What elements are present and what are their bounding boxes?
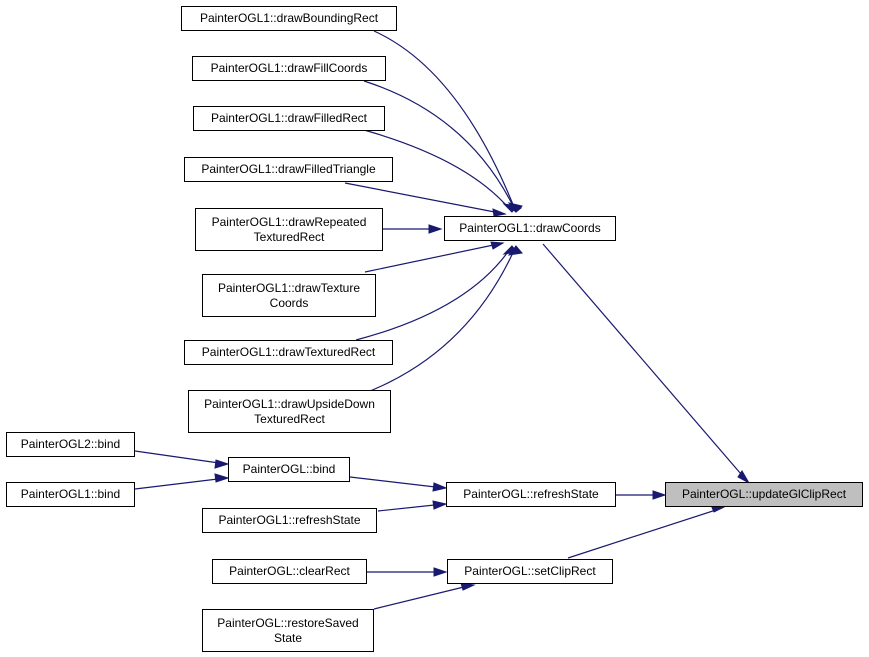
node-refresh-state[interactable]: PainterOGL::refreshState: [446, 482, 616, 507]
node-draw-upside-down-textured-rect[interactable]: PainterOGL1::drawUpsideDown TexturedRect: [188, 390, 391, 433]
edge-restoresavedstate-to-setcliprect: [373, 584, 473, 610]
node-draw-textured-rect[interactable]: PainterOGL1::drawTexturedRect: [184, 340, 393, 365]
edge-ogl1bind-to-oglbind: [134, 477, 227, 490]
node-update-gl-clip-rect: PainterOGL::updateGlClipRect: [665, 482, 863, 507]
node-label: PainterOGL1::bind: [20, 487, 121, 501]
edge-drawfilledtriangle-to-drawcoords: [344, 182, 506, 215]
node-label-line2: TexturedRect: [253, 229, 325, 244]
node-label-line1: PainterOGL1::drawUpsideDown: [204, 396, 375, 411]
node-label: PainterOGL1::drawTexturedRect: [201, 345, 376, 359]
node-draw-bounding-rect[interactable]: PainterOGL1::drawBoundingRect: [181, 6, 397, 31]
node-label: PainterOGL1::drawFilledTriangle: [201, 162, 376, 176]
node-ogl-bind[interactable]: PainterOGL::bind: [228, 457, 350, 482]
edge-drawcoords-to-updateglcliprect: [542, 243, 748, 482]
edge-setcliprect-to-updateglcliprect: [567, 507, 723, 559]
arrowhead: [432, 500, 448, 510]
node-ogl1-refresh-state[interactable]: PainterOGL1::refreshState: [202, 508, 377, 533]
node-draw-coords[interactable]: PainterOGL1::drawCoords: [444, 216, 616, 241]
node-label: PainterOGL::updateGlClipRect: [681, 487, 847, 501]
edge-ogl2bind-to-oglbind: [134, 450, 227, 465]
arrowhead: [507, 245, 523, 256]
arrowhead: [432, 482, 448, 492]
node-draw-filled-triangle[interactable]: PainterOGL1::drawFilledTriangle: [184, 157, 393, 182]
node-label: PainterOGL1::drawCoords: [459, 221, 601, 235]
node-draw-repeated-textured-rect[interactable]: PainterOGL1::drawRepeated TexturedRect: [195, 208, 383, 251]
node-label-line2: State: [273, 630, 303, 645]
arrowhead: [490, 241, 505, 250]
node-label: PainterOGL1::drawFilledRect: [210, 111, 368, 125]
arrowhead: [652, 490, 667, 500]
node-draw-texture-coords[interactable]: PainterOGL1::drawTexture Coords: [202, 274, 376, 317]
edge-drawtexture-to-drawcoords: [364, 242, 504, 273]
edge-ogl1refreshstate-to-refreshstate: [377, 503, 445, 512]
node-draw-filled-rect[interactable]: PainterOGL1::drawFilledRect: [193, 106, 385, 131]
arrowhead: [460, 582, 476, 591]
node-clear-rect[interactable]: PainterOGL::clearRect: [212, 559, 367, 584]
edge-drawfilledrect-to-drawcoords: [363, 129, 513, 213]
arrowhead: [214, 473, 230, 483]
arrowhead: [214, 459, 230, 469]
edge-drawupsidedown-to-drawcoords: [369, 245, 517, 392]
node-ogl2-bind[interactable]: PainterOGL2::bind: [6, 432, 135, 457]
node-draw-fill-coords[interactable]: PainterOGL1::drawFillCoords: [192, 56, 386, 81]
node-set-clip-rect[interactable]: PainterOGL::setClipRect: [447, 559, 613, 584]
node-label: PainterOGL::setClipRect: [464, 564, 596, 578]
node-label-line1: PainterOGL1::drawRepeated: [211, 214, 367, 229]
node-label: PainterOGL2::bind: [20, 437, 121, 451]
node-label: PainterOGL1::refreshState: [218, 513, 361, 527]
edge-drawboundingrect-to-drawcoords: [373, 30, 517, 213]
node-restore-saved-state[interactable]: PainterOGL::restoreSaved State: [202, 609, 374, 652]
node-label-line1: PainterOGL::restoreSaved: [217, 615, 359, 630]
edge-drawtexturedrect-to-drawcoords: [355, 245, 513, 341]
node-label-line2: TexturedRect: [254, 411, 325, 426]
arrowhead: [737, 470, 751, 485]
node-label: PainterOGL::bind: [242, 462, 336, 476]
arrowhead: [492, 208, 507, 217]
arrowhead: [433, 567, 448, 577]
node-label: PainterOGL::refreshState: [463, 487, 599, 501]
node-ogl1-bind[interactable]: PainterOGL1::bind: [6, 482, 135, 507]
node-label-line2: Coords: [269, 295, 309, 310]
node-label-line1: PainterOGL1::drawTexture: [217, 280, 361, 295]
node-label: PainterOGL1::drawBoundingRect: [199, 11, 379, 25]
node-label: PainterOGL1::drawFillCoords: [210, 61, 368, 75]
edge-oglbind-to-refreshstate: [349, 476, 445, 489]
edge-drawfillcoords-to-drawcoords: [363, 80, 517, 213]
arrowhead: [502, 203, 518, 213]
arrowhead: [428, 224, 443, 234]
node-label: PainterOGL::clearRect: [229, 564, 350, 578]
